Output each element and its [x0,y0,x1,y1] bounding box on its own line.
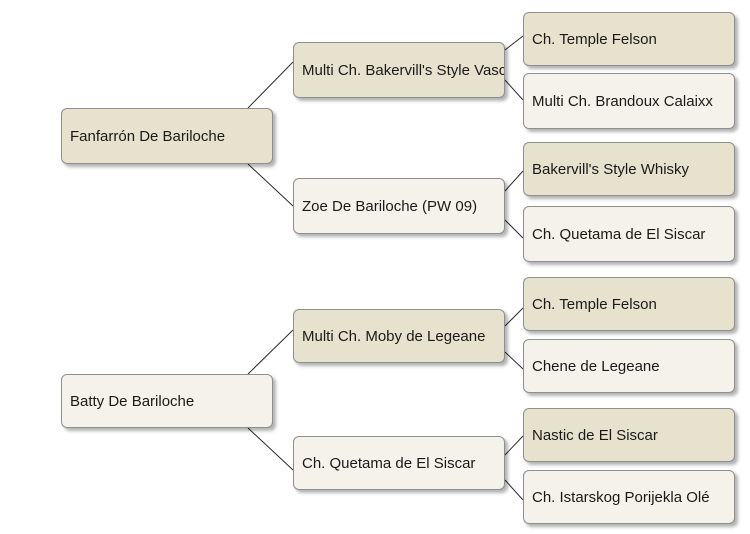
granddam-name: Ch. Quetama de El Siscar [532,225,706,243]
sire-sire-box-2: Ch. Temple Felson [523,277,735,331]
sire-box-1: Multi Ch. Bakervill's Style Vasco [293,42,505,98]
sire-name: Multi Ch. Moby de Legeane [302,327,486,345]
dam-sire-box-2: Nastic de El Siscar [523,408,735,462]
sire-box-2: Multi Ch. Moby de Legeane [293,309,505,363]
dam-dam-box-2: Ch. Istarskog Porijekla Olé [523,470,735,524]
dam-dam-box-1: Ch. Quetama de El Siscar [523,206,735,262]
granddam-name: Chene de Legeane [532,357,660,375]
grandsire-name: Bakervill's Style Whisky [532,160,690,178]
sire-sire-box-1: Ch. Temple Felson [523,12,735,66]
subject-box-2: Batty De Bariloche [61,374,273,428]
dam-name: Zoe De Bariloche (PW 09) [302,197,478,215]
grandsire-name: Ch. Temple Felson [532,30,657,48]
granddam-name: Multi Ch. Brandoux Calaixx [532,92,713,110]
dam-box-1: Zoe De Bariloche (PW 09) [293,178,505,234]
subject-box-1: Fanfarrón De Bariloche [61,108,273,164]
grandsire-name: Nastic de El Siscar [532,426,658,444]
dam-name: Ch. Quetama de El Siscar [302,454,476,472]
dam-sire-box-1: Bakervill's Style Whisky [523,142,735,196]
dam-box-2: Ch. Quetama de El Siscar [293,436,505,490]
subject-name: Batty De Bariloche [70,392,195,410]
sire-dam-box-2: Chene de Legeane [523,339,735,393]
granddam-name: Ch. Istarskog Porijekla Olé [532,488,710,506]
grandsire-name: Ch. Temple Felson [532,295,657,313]
sire-dam-box-1: Multi Ch. Brandoux Calaixx [523,73,735,129]
sire-name: Multi Ch. Bakervill's Style Vasco [302,61,505,79]
subject-name: Fanfarrón De Bariloche [70,127,226,145]
